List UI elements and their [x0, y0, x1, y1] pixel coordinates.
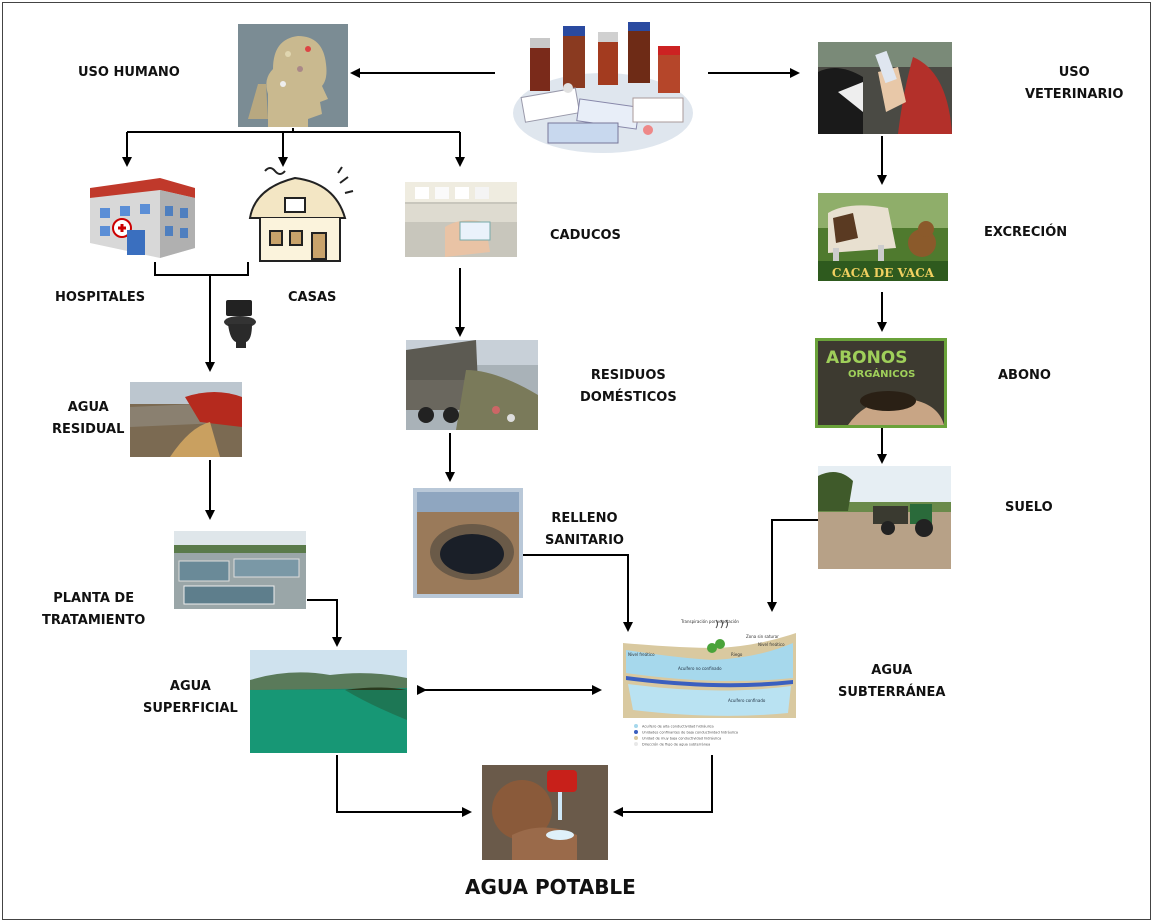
caca-de-vaca-text: CACA DE VACA: [832, 266, 935, 280]
label-agua-superficial: AGUA SUPERFICIAL: [143, 679, 238, 716]
legend-item-1: Acuífero de alta conductividad hidráulic…: [642, 725, 714, 729]
garbage-truck-image: [406, 340, 538, 430]
arrow-suelo-to-subterranea: [767, 519, 818, 612]
label-uso-humano: USO HUMANO: [78, 65, 180, 80]
nivel-freatico-left-text: Nivel freático: [628, 652, 655, 657]
organicos-text: ORGÁNICOS: [848, 367, 915, 380]
legend-item-4: Dirección de flujo de agua subterránea: [642, 743, 710, 747]
label-agua-subterranea: AGUA SUBTERRÁNEA: [838, 663, 946, 700]
label-caducos: CADUCOS: [550, 228, 621, 243]
arrow-relleno-to-subterranea: [522, 554, 633, 632]
transpiracion-text: Transpiración por vegetación: [680, 619, 739, 624]
legend-item-2: Unidades confinantes de baja conductivid…: [642, 731, 738, 735]
hospital-image: [85, 168, 200, 260]
treatment-plant-image: [174, 531, 306, 609]
zona-no-saturada-text: Zona sin saturar: [746, 634, 779, 639]
arrow-superficial-to-potable: [336, 755, 472, 817]
label-residuos: RESIDUOS DOMÉSTICOS: [580, 368, 677, 405]
medicines-image: [508, 18, 698, 158]
human-use-image: [238, 24, 348, 127]
label-casas: CASAS: [288, 290, 337, 305]
label-agua-residual: AGUA RESIDUAL: [52, 400, 125, 437]
label-planta: PLANTA DE TRATAMIENTO: [42, 591, 146, 628]
label-abono: ABONO: [998, 368, 1051, 383]
abonos-text: ABONOS: [826, 348, 908, 368]
label-agua-potable: AGUA POTABLE: [465, 875, 636, 899]
nivel-freatico-right-text: Nivel freático: [758, 642, 785, 647]
branch-humano: [127, 128, 460, 133]
arrow-subterranea-to-potable: [613, 755, 713, 817]
acuifero-no-confinado-text: Acuífero no confinado: [678, 666, 722, 671]
legend-item-3: Unidad de muy baja conductividad hidrául…: [642, 737, 721, 741]
label-excrecion: EXCRECIÓN: [984, 225, 1068, 240]
expired-meds-image: [405, 182, 517, 257]
surface-water-image: [250, 650, 407, 753]
veterinary-use-image: [818, 42, 952, 134]
label-suelo: SUELO: [1005, 500, 1053, 515]
wastewater-image: [130, 382, 242, 457]
house-image: [240, 163, 355, 268]
label-uso-veterinario: USO VETERINARIO: [1025, 65, 1124, 102]
toilet-icon: [220, 298, 260, 350]
label-hospitales: HOSPITALES: [55, 290, 146, 305]
groundwater-diagram: Transpiración por vegetación Nivel freát…: [618, 618, 800, 756]
drinking-water-image: [482, 765, 608, 860]
landfill-image: [413, 488, 523, 598]
cow-excretion-image: CACA DE VACA: [818, 193, 948, 281]
riego-text: Riego: [731, 652, 743, 657]
arrow-to-superficial: [307, 599, 342, 647]
merge-hospitales-casas: [154, 262, 249, 276]
label-relleno: RELLENO SANITARIO: [545, 511, 624, 548]
acuifero-confinado-text: Acuífero confinado: [728, 698, 766, 703]
organic-fertilizer-image: ABONOS ORGÁNICOS: [815, 338, 947, 428]
soil-tractor-image: [818, 466, 951, 569]
